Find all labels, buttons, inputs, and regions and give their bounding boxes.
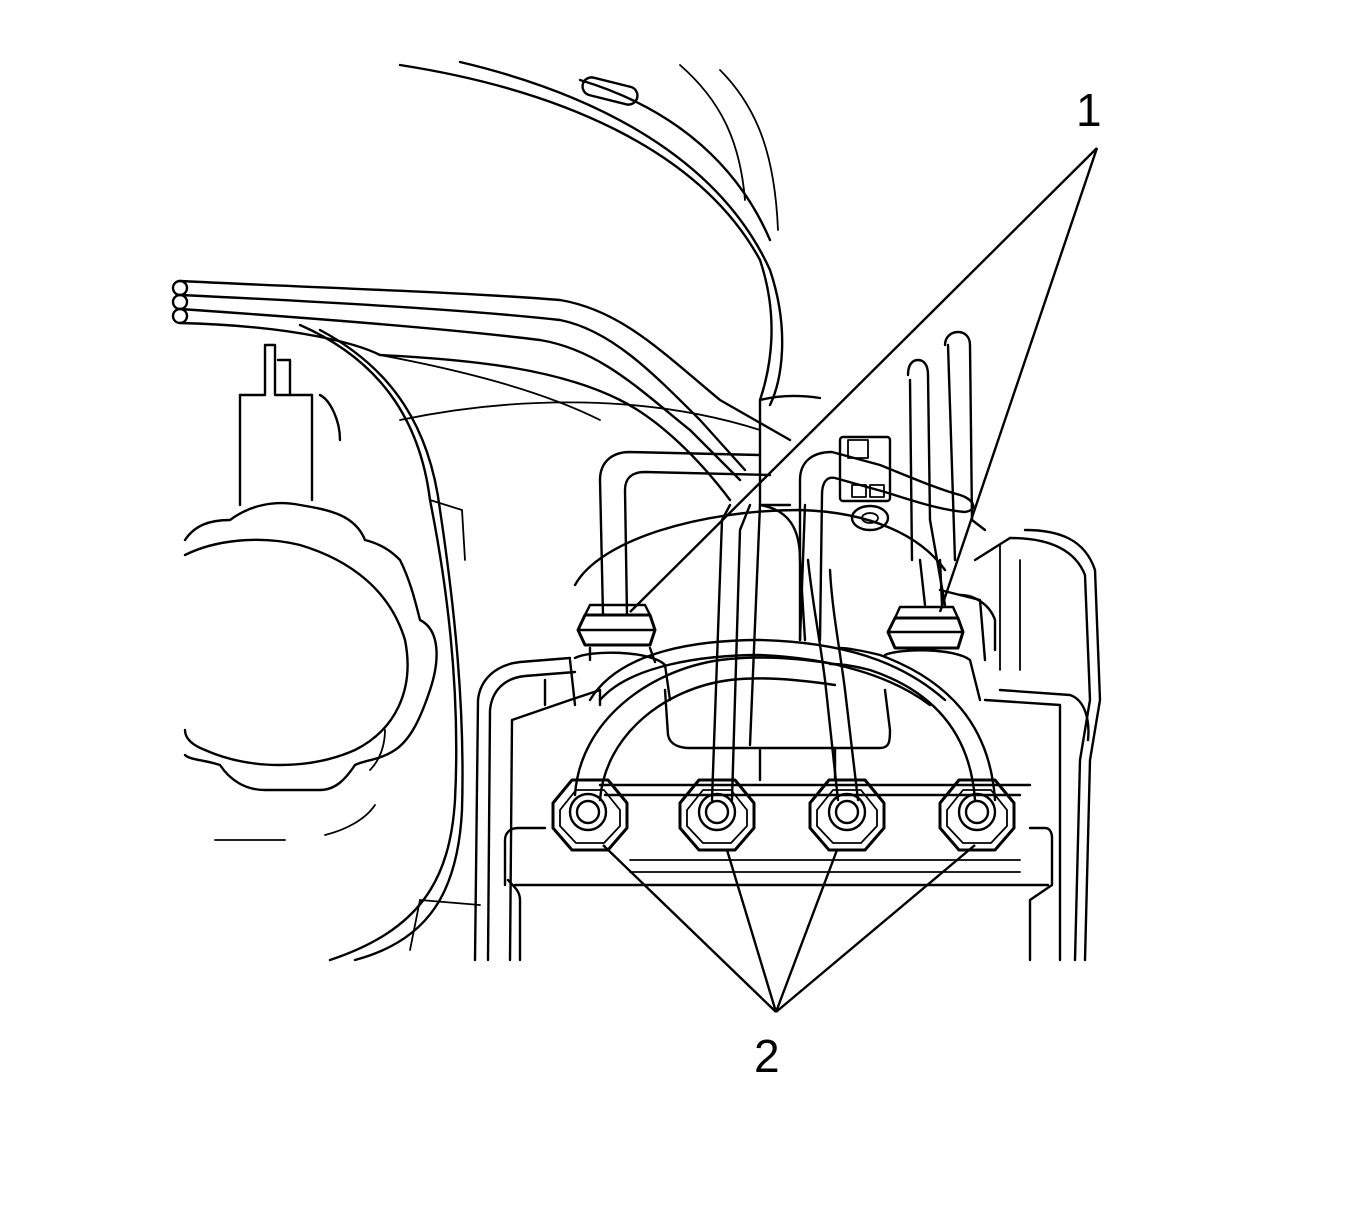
- fender-edge: [298, 323, 481, 962]
- tube-nut-1: [551, 778, 629, 852]
- manifold-dome: [573, 394, 1032, 797]
- right-vertical-lines: [906, 330, 987, 607]
- left-reservoir-housing: [183, 343, 438, 841]
- callout-1-label: 1: [1076, 84, 1102, 136]
- callout-2-leaders: [602, 844, 976, 1013]
- right-upper-tube: [798, 450, 982, 702]
- upper-hoses: [398, 60, 784, 407]
- lower-fitting-nuts: [551, 778, 1016, 852]
- tube-nut-4: [938, 778, 1016, 852]
- left-upper-tube: [573, 450, 772, 702]
- callout-1-leaders: [629, 147, 1099, 613]
- modulator-body: [473, 528, 1102, 962]
- tube-nut-2: [678, 778, 756, 852]
- tube-nut-3: [808, 778, 886, 852]
- callout-2-label: 2: [754, 1030, 780, 1082]
- lower-brake-tubes: [573, 503, 997, 802]
- left-brake-lines: [171, 279, 792, 502]
